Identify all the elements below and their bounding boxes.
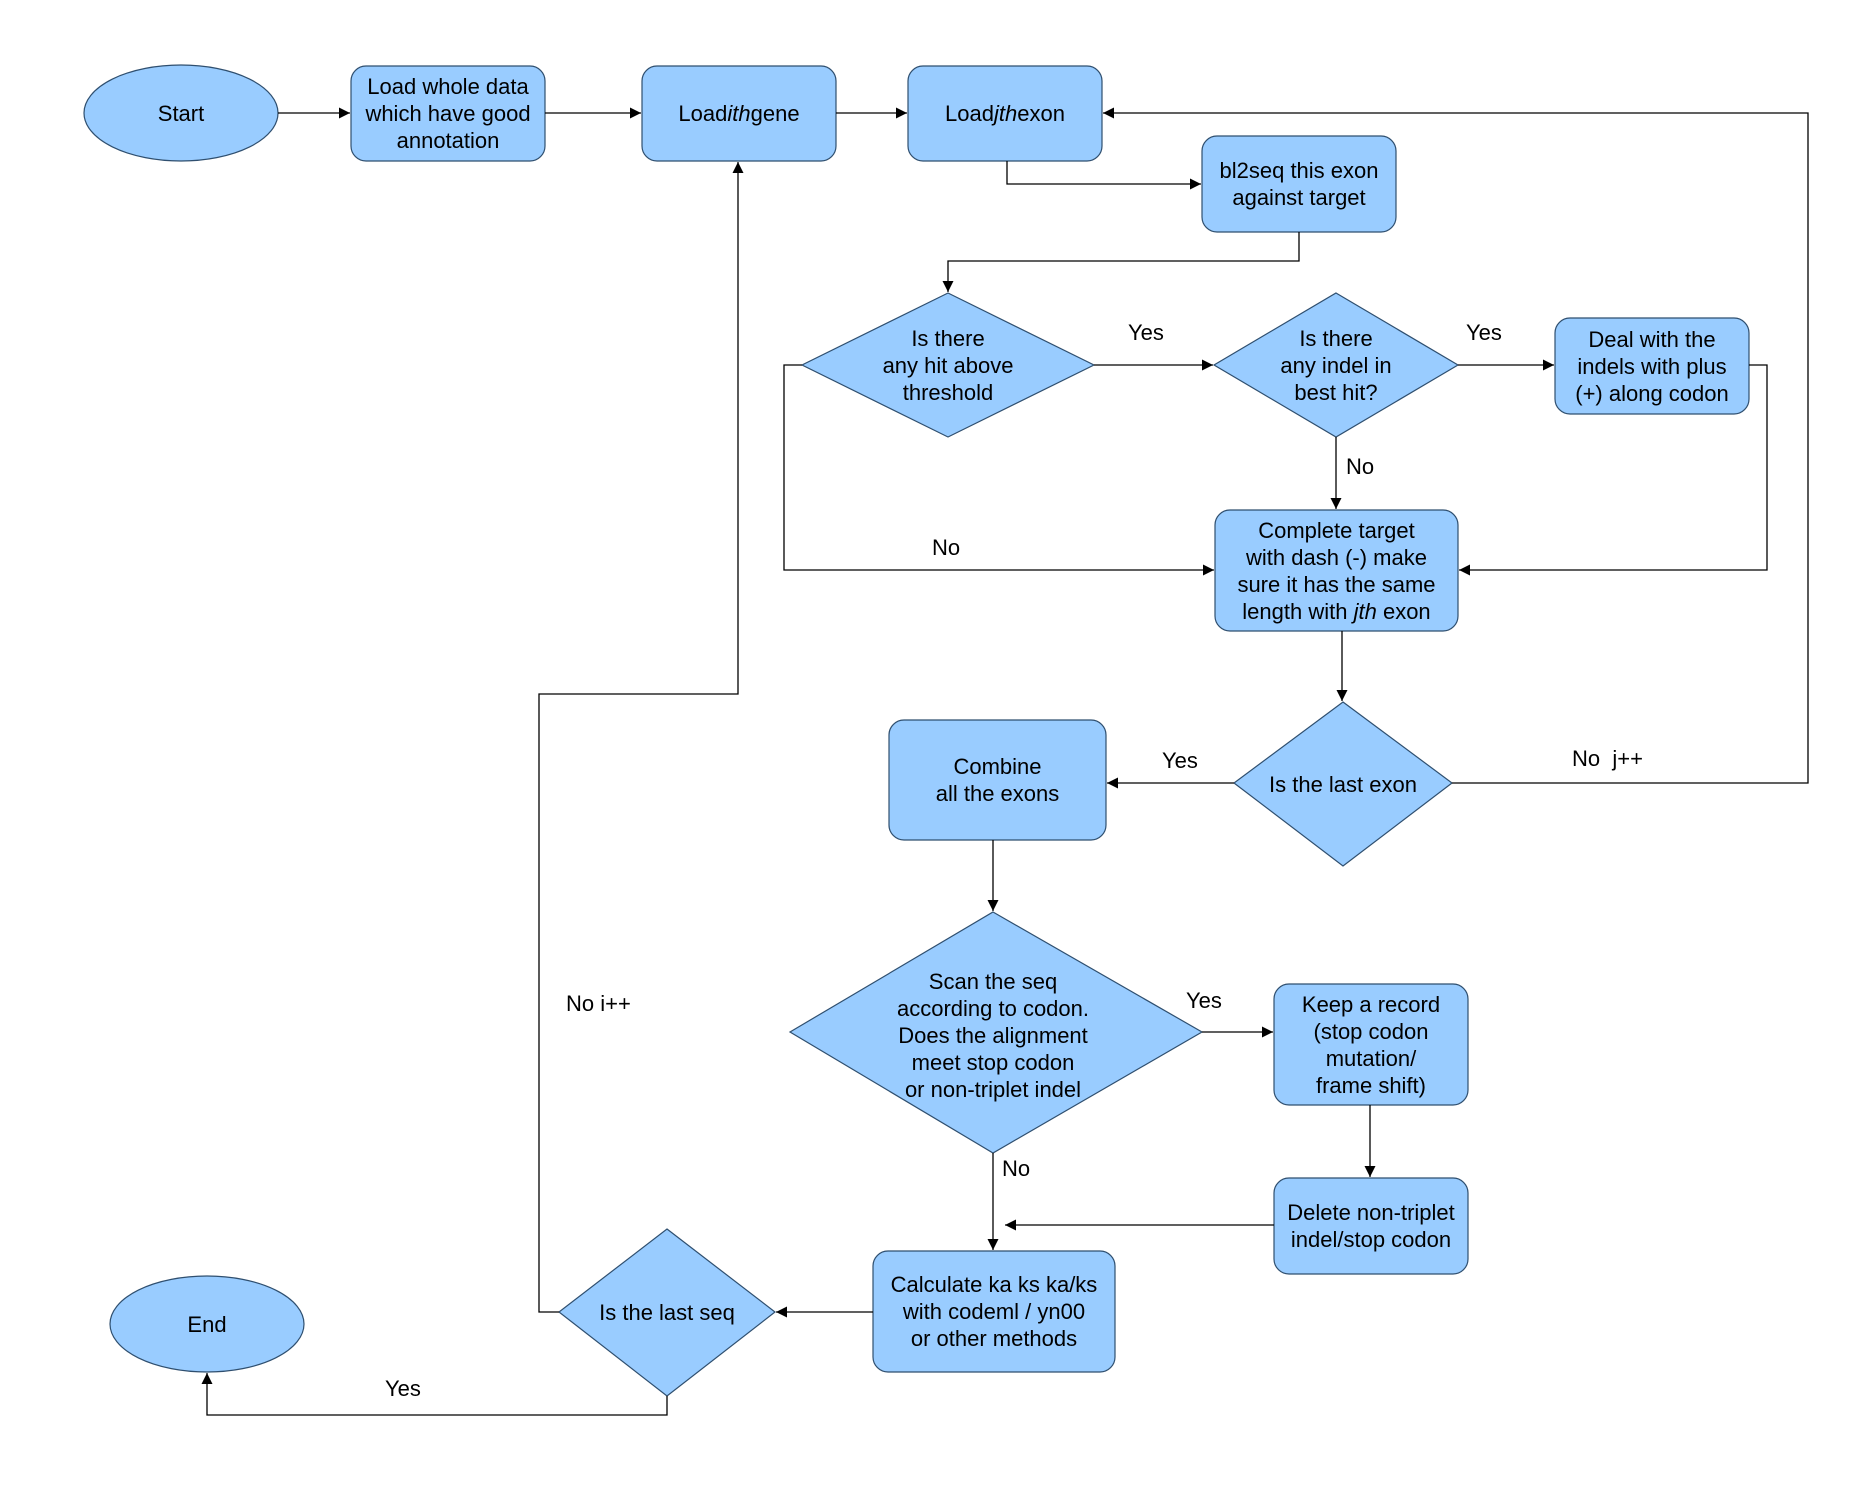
edge-label-last-seq-no: No i++ bbox=[566, 991, 631, 1016]
load-exon-suffix: exon bbox=[1017, 101, 1065, 126]
bl2seq-label: bl2seq this exon against target bbox=[1219, 158, 1379, 210]
edge-label-hit-yes: Yes bbox=[1128, 320, 1164, 345]
deal-indels-node-shape bbox=[1554, 317, 1750, 415]
last-exon-decision-shape bbox=[1233, 701, 1453, 867]
last-seq-label: Is the last seq bbox=[599, 1299, 735, 1325]
load-exon-node-shape bbox=[907, 65, 1103, 162]
edge-label-scan-no: No bbox=[1002, 1156, 1031, 1181]
load-data-label: Load whole data which have good annotati… bbox=[365, 74, 531, 153]
hit-threshold-decision-shape bbox=[800, 292, 1096, 438]
last-exon-label: Is the last exon bbox=[1269, 771, 1417, 797]
combine-node-shape bbox=[888, 719, 1107, 841]
indel-label: Is there any indel in best hit? bbox=[1280, 325, 1392, 405]
edge-bl2seq-to-hit-threshold bbox=[942, 232, 1300, 292]
edge-last-exon-no-to-load-exon bbox=[1103, 107, 1809, 784]
combine-label: Combine all the exons bbox=[935, 754, 1060, 806]
edge-label-last-exon-yes: Yes bbox=[1162, 748, 1198, 773]
edge-last-seq-no-to-load-gene bbox=[538, 162, 744, 1313]
edge-label-hit-no: No bbox=[932, 535, 961, 560]
scan-seq-label: Scan the seq according to codon. Does th… bbox=[896, 968, 1090, 1102]
end-node-shape bbox=[109, 1275, 305, 1373]
calculate-label: Calculate ka ks ka/ks with codeml / yn00… bbox=[890, 1272, 1098, 1351]
load-gene-suffix: gene bbox=[750, 101, 800, 126]
load-exon-label: Load jth exon bbox=[908, 66, 1102, 161]
complete-target-prefix: Complete target with dash (-) make sure … bbox=[1237, 517, 1436, 624]
deal-indels-label: Deal with the indels with plus (+) along… bbox=[1575, 326, 1729, 406]
hit-threshold-label: Is there any hit above threshold bbox=[882, 325, 1014, 405]
load-gene-prefix: Load bbox=[678, 101, 728, 126]
keep-record-label: Keep a record (stop codon mutation/ fram… bbox=[1301, 991, 1441, 1098]
complete-target-text: Complete target with dash (-) make sure … bbox=[1237, 517, 1435, 625]
load-exon-prefix: Load bbox=[945, 101, 994, 126]
complete-target-suffix: exon bbox=[1376, 598, 1431, 624]
edge-label-last-exon-no: No j++ bbox=[1572, 746, 1643, 771]
complete-target-label: Complete target with dash (-) make sure … bbox=[1210, 510, 1463, 631]
edge-label-indel-yes: Yes bbox=[1466, 320, 1502, 345]
load-gene-index: ith bbox=[727, 101, 751, 126]
edge-label-scan-yes: Yes bbox=[1186, 988, 1222, 1013]
start-label: Start bbox=[157, 100, 205, 126]
edge-load-exon-to-bl2seq bbox=[1006, 161, 1201, 190]
complete-target-index: jth bbox=[1353, 598, 1377, 624]
delete-indel-label: Delete non-triplet indel/stop codon bbox=[1287, 1200, 1455, 1252]
edge-hit-no-to-complete bbox=[783, 364, 1214, 576]
edge-deal-to-complete bbox=[1459, 364, 1768, 576]
end-label: End bbox=[187, 1311, 227, 1337]
load-exon-index: jth bbox=[993, 101, 1018, 126]
edge-last-seq-yes-to-end bbox=[201, 1373, 668, 1416]
edge-label-indel-no: No bbox=[1346, 454, 1375, 479]
load-gene-label: Load ith gene bbox=[642, 66, 836, 161]
keep-record-node-shape bbox=[1273, 983, 1469, 1106]
complete-target-node-shape bbox=[1214, 509, 1459, 632]
edge-label-last-seq-yes: Yes bbox=[385, 1376, 421, 1401]
delete-indel-node-shape bbox=[1273, 1177, 1469, 1275]
